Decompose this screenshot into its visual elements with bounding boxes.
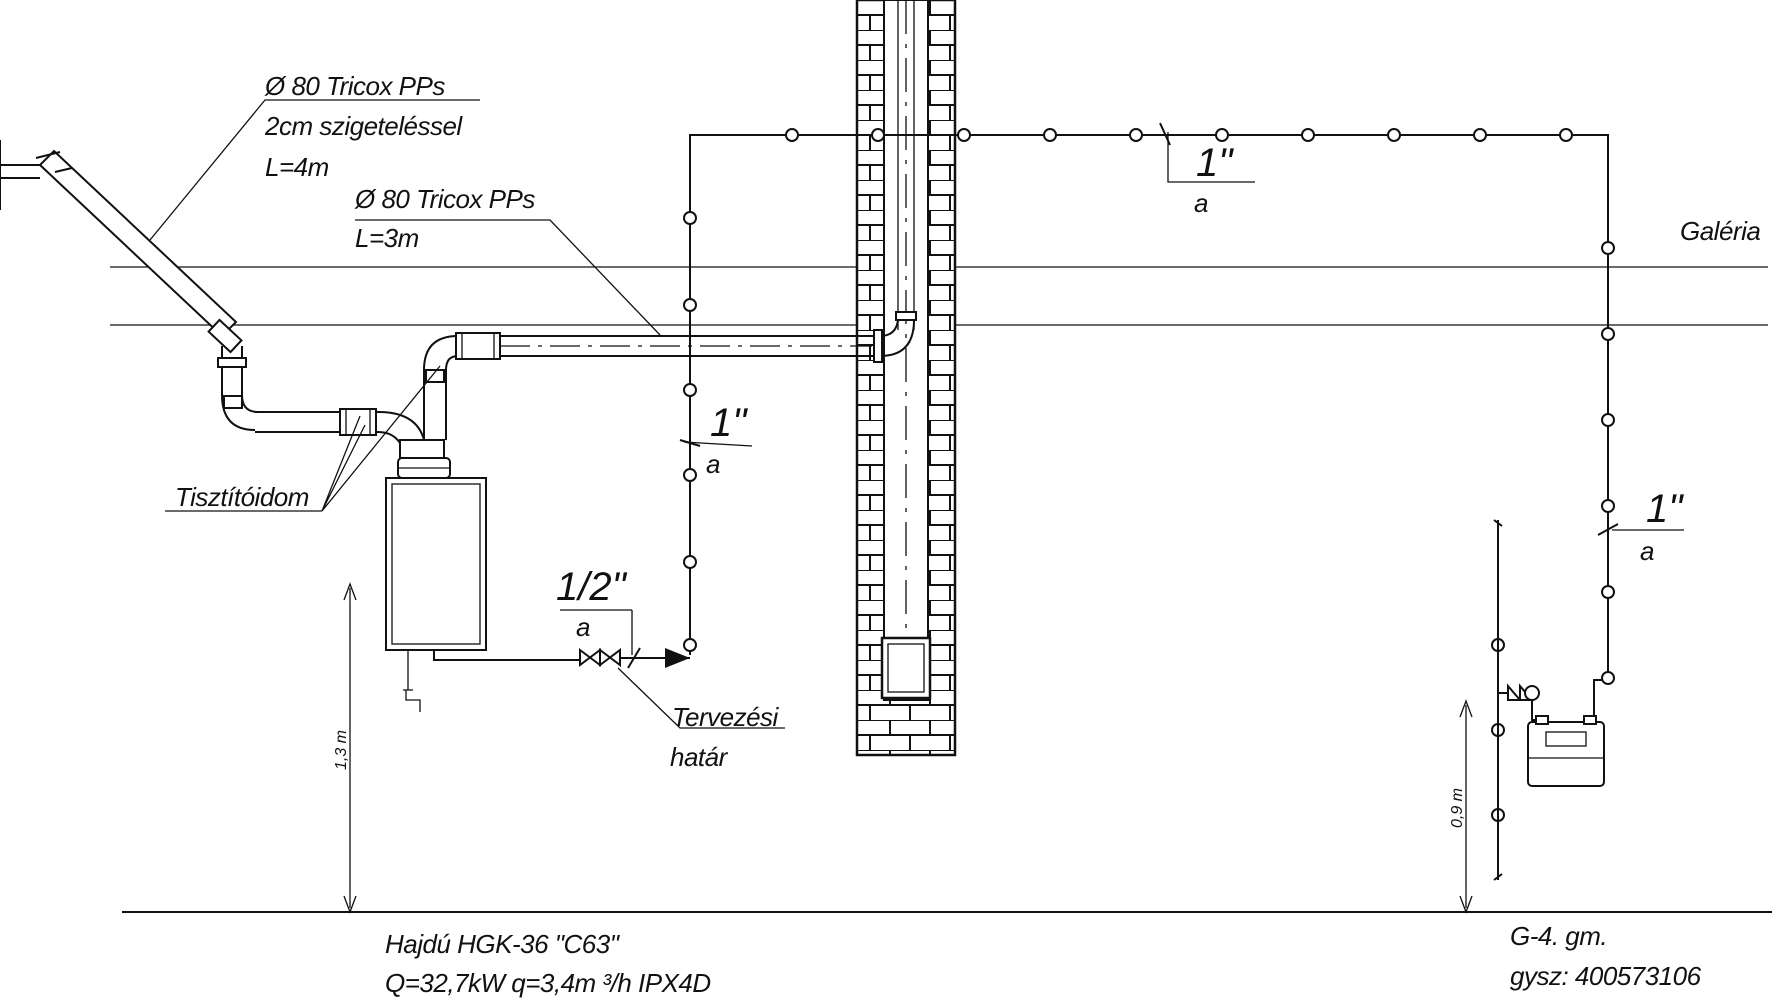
size-top-slope: a [1194, 188, 1208, 218]
design-boundary-label-1: Tervezési [672, 702, 780, 732]
meter-serial: gysz: 400573106 [1510, 961, 1702, 991]
cleaning-fitting-2 [399, 439, 445, 459]
annotations: Ø 80 Tricox PPs 2cm szigeteléssel L=4m Ø… [175, 71, 1761, 998]
riser-elbow [423, 335, 459, 371]
chimney-cleanout-door [880, 636, 932, 700]
gallery-label: Galéria [1680, 216, 1760, 246]
leader-cleaning [165, 365, 441, 512]
boiler-drain [403, 650, 421, 712]
leader-boundary [617, 667, 785, 729]
flue-elbow-upper [207, 318, 243, 354]
meter-body [1527, 721, 1605, 787]
leader-pipe2 [355, 219, 661, 336]
gas-pipework [627, 122, 1619, 822]
pipe1-spec: Ø 80 Tricox PPs [264, 71, 445, 101]
boiler-height-dim: 1,3 m [333, 730, 350, 770]
pipe1-insulation: 2cm szigeteléssel [264, 111, 463, 141]
wall-connection-stub [0, 164, 40, 179]
size-half-inch: 1/2" [556, 565, 628, 609]
flue-pipe-inclined [38, 149, 238, 338]
size-right-inch: 1" [1646, 487, 1684, 531]
gas-meter [1493, 519, 1605, 881]
flue-system [0, 140, 917, 459]
leader-size-half [560, 609, 633, 655]
leader-size-left [683, 441, 753, 447]
meter-type: G-4. gm. [1510, 921, 1607, 951]
boiler-body [385, 477, 487, 651]
dimension-lines [343, 582, 1473, 914]
flue-pipe-horizontal-right [458, 335, 880, 357]
size-left-slope: a [706, 449, 720, 479]
boiler [385, 457, 690, 712]
pipe-nodes [683, 128, 1615, 822]
leader-pipe1 [149, 99, 480, 241]
size-right-slope: a [1640, 536, 1654, 566]
boiler-gas-connection [433, 650, 585, 661]
boiler-rating: Q=32,7kW q=3,4m ³/h IPX4D [385, 968, 711, 998]
meter-height-dim: 0,9 m [1449, 788, 1466, 828]
cleaning-fitting-label: Tisztítóidom [175, 482, 309, 512]
gas-riser-left [689, 134, 1609, 720]
pipe2-spec: Ø 80 Tricox PPs [354, 184, 535, 214]
design-boundary-label-2: határ [670, 742, 729, 772]
boundary-fitting [665, 648, 690, 668]
leader-size-top [1167, 132, 1255, 183]
size-half-slope: a [576, 612, 590, 642]
size-left-inch: 1" [710, 401, 748, 445]
gas-valve-half-inch [579, 648, 621, 667]
size-top-inch: 1" [1196, 141, 1234, 185]
boiler-flue-riser [423, 370, 447, 440]
flue-pipe-vertical-left [221, 346, 243, 395]
boiler-model: Hajdú HGK-36 "C63" [385, 929, 621, 959]
slope-tick-right [1597, 523, 1619, 536]
slope-tick-valve [627, 647, 641, 669]
chimney [855, 0, 957, 757]
pipe2-length: L=3m [355, 223, 419, 253]
pipe1-length: L=4m [265, 152, 329, 182]
leader-lines [149, 99, 1684, 729]
